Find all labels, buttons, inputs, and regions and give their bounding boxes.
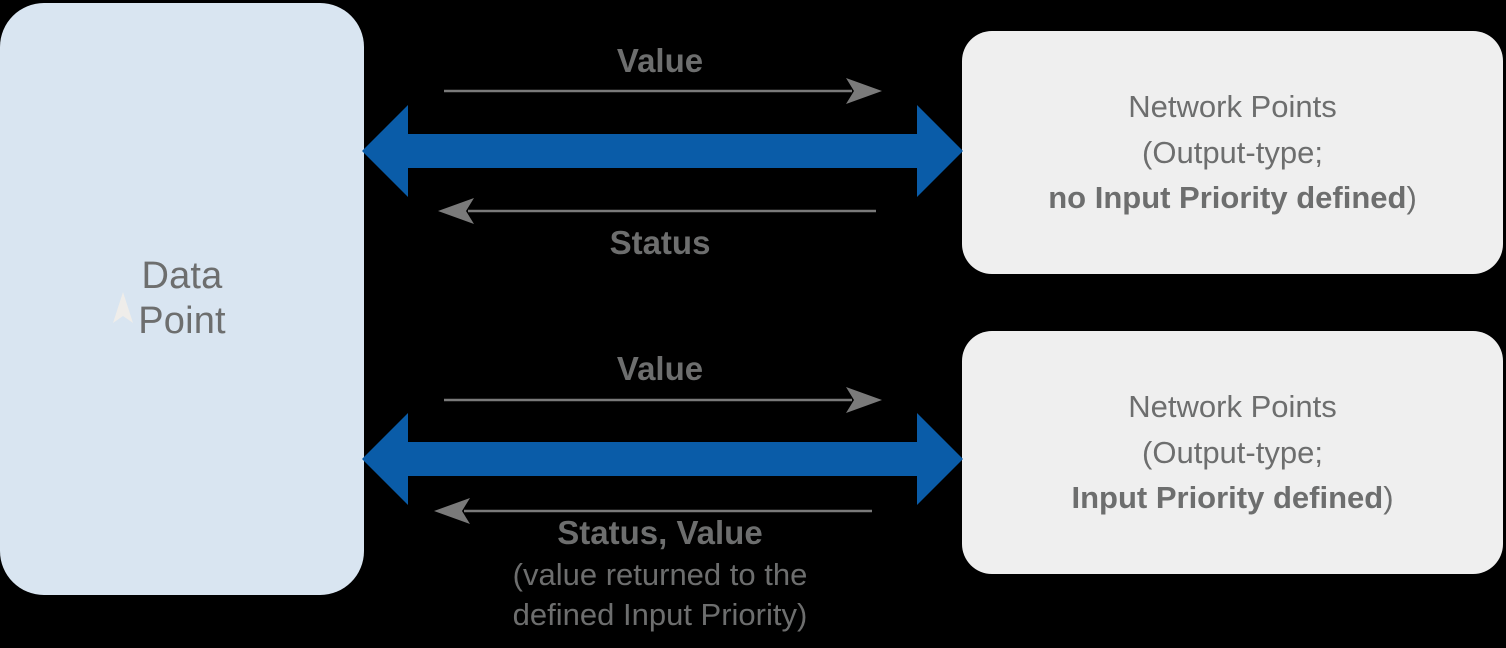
bidirectional-arrow-top-icon (362, 105, 963, 197)
value-flow-arrow-top-icon (444, 78, 882, 104)
caption-value-top-text: Value (616, 42, 704, 79)
network-points-with-priority-text: Network Points (Output-type; Input Prior… (1071, 384, 1393, 522)
network-points-no-priority-text: Network Points (Output-type; no Input Pr… (1048, 84, 1417, 222)
np-top-line3-tail: ) (1406, 180, 1417, 216)
np-top-line1: Network Points (1128, 88, 1337, 124)
caption-status-top: Status (450, 222, 870, 265)
np-top-line3-bold: no Input Priority defined (1048, 180, 1407, 216)
caption-note-line2: defined Input Priority) (512, 597, 808, 633)
status-flow-arrow-top-icon (438, 198, 876, 224)
network-points-node-with-priority: Network Points (Output-type; Input Prior… (962, 331, 1503, 574)
caption-value-top: Value (450, 40, 870, 83)
caption-value-bottom: Value (450, 348, 870, 391)
caption-value-bottom-text: Value (616, 350, 704, 387)
cursor-arrow-icon (113, 292, 133, 323)
np-bot-line1: Network Points (1128, 388, 1337, 424)
np-top-line2: (Output-type; (1142, 134, 1323, 170)
caption-status-value-bottom: Status, Value (value returned to the def… (430, 512, 890, 635)
caption-status-value-bottom-text: Status, Value (557, 514, 763, 551)
np-bot-line3-bold: Input Priority defined (1071, 480, 1384, 516)
caption-note-line1: (value returned to the (512, 556, 808, 592)
network-points-node-no-priority: Network Points (Output-type; no Input Pr… (962, 31, 1503, 274)
data-point-node: Data Point (0, 3, 364, 595)
bidirectional-arrow-bottom-icon (362, 413, 963, 505)
status-value-flow-arrow-bottom-icon (434, 498, 872, 524)
np-bot-line2: (Output-type; (1142, 434, 1323, 470)
data-point-label: Data Point (138, 255, 226, 342)
np-bot-line3-tail: ) (1383, 480, 1394, 516)
value-flow-arrow-bottom-icon (444, 387, 882, 413)
caption-status-top-text: Status (609, 224, 711, 261)
